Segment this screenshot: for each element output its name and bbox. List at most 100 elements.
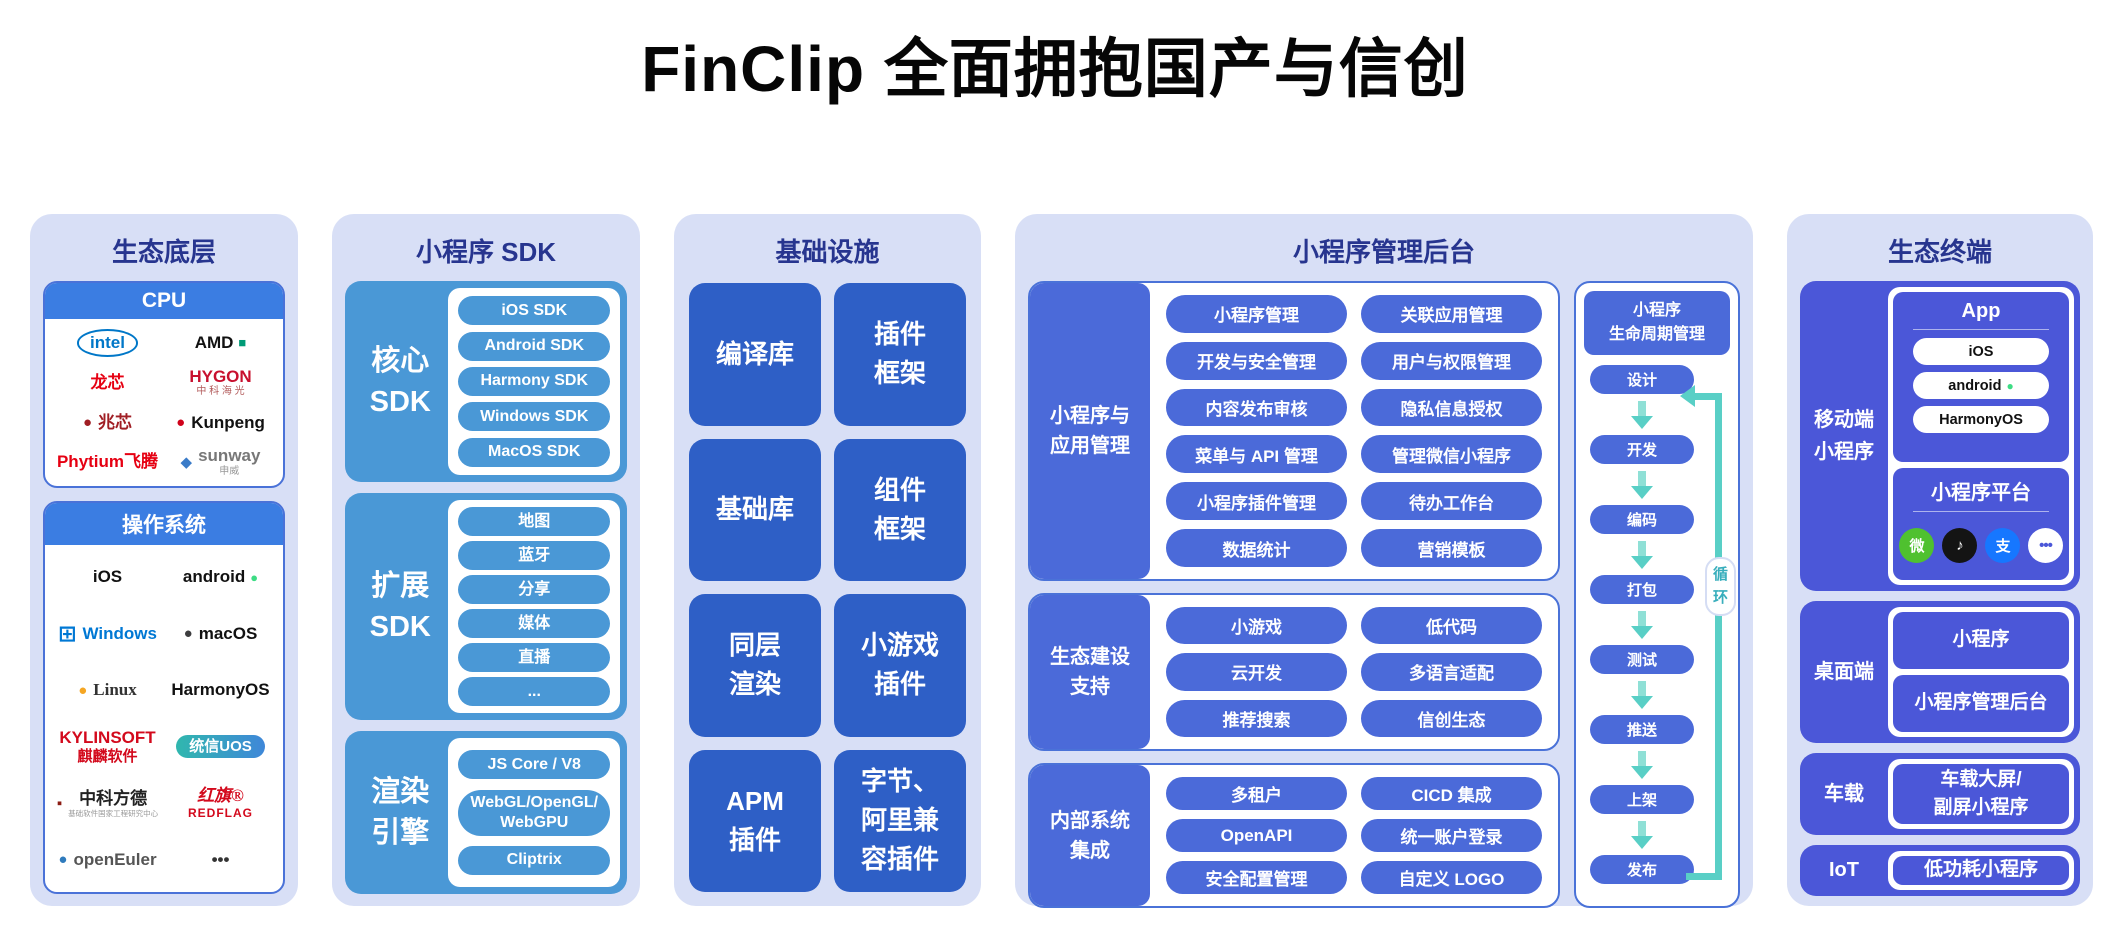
page-title: FinClip 全面拥抱国产与信创	[641, 33, 1469, 105]
ecosystem-sections: CPU intel	[43, 281, 285, 894]
brand-text-wrap: HarmonyOS	[171, 680, 269, 700]
admin-pill: 待办工作台	[1361, 482, 1542, 521]
brand-text: iOS	[92, 567, 123, 587]
brand-lead-icon: ●	[58, 851, 68, 869]
brand-logo: intel	[77, 329, 138, 357]
infra-tile: 插件 框架	[834, 283, 966, 426]
brand-text: Phytium飞腾	[56, 452, 159, 472]
panel-terminal-title: 生态终端	[1887, 237, 1992, 267]
sdk-pill: 媒体	[458, 609, 610, 638]
brand-text-wrap: HYGON 中 科 海 光	[189, 367, 251, 399]
brand-text-wrap: KYLINSOFT 麒麟软件	[59, 728, 155, 766]
admin-section-label: 内部系统 集成	[1030, 765, 1150, 906]
panel-sdk-title: 小程序 SDK	[415, 237, 557, 267]
terminal-body: 移动端 小程序 App iOS	[1800, 281, 2080, 896]
admin-pill-grid: 小程序管理关联应用管理开发与安全管理用户与权限管理内容发布审核隐私信息授权菜单与…	[1150, 283, 1558, 579]
logo-card: CPU intel	[43, 281, 285, 488]
lifecycle-step: 设计	[1590, 365, 1694, 394]
brand-trail-icon: ■	[238, 335, 247, 351]
admin-pill: 自定义 LOGO	[1361, 861, 1542, 894]
platform-icon: 微	[1899, 528, 1934, 563]
brand-text: HYGON	[189, 366, 252, 386]
platform-icon: •••	[2028, 528, 2063, 563]
brand-lead-icon: ▪	[56, 794, 63, 812]
brand-text-line: 龙芯	[91, 373, 125, 393]
lifecycle-panel: 小程序 生命周期管理 设计 开发 编码	[1574, 281, 1740, 908]
loop-arrowhead-icon	[1680, 385, 1695, 407]
admin-pill: 关联应用管理	[1361, 295, 1542, 333]
lifecycle-step: 测试	[1590, 645, 1694, 674]
sdk-pill: Windows SDK	[458, 402, 610, 432]
brand-text-wrap: sunway 申威	[198, 446, 260, 478]
brand-logo: ● 兆芯	[83, 413, 132, 433]
brand-text: sunway	[198, 446, 261, 466]
lifecycle-step: 推送	[1590, 715, 1694, 744]
brand-logo: 红旗® REDFLAG	[188, 786, 253, 820]
brand-text-wrap: AMD ■	[195, 333, 247, 353]
sdk-pill: 分享	[458, 575, 610, 604]
infra-tile: 同层 渲染	[689, 594, 821, 737]
sdk-pill: ...	[458, 677, 610, 706]
admin-body: 小程序与 应用管理 小程序管理关联应用管理开发与安全管理用户与权限管理内容发布审…	[1028, 281, 1740, 908]
sdk-section-label: 渲染 引擎	[371, 775, 430, 849]
loop-bottom-connector	[1686, 873, 1722, 880]
admin-pill: 菜单与 API 管理	[1166, 435, 1347, 474]
terminal-box: 低功耗小程序	[1893, 856, 2069, 885]
brand-text: Kunpeng	[191, 412, 265, 432]
brand-lead-icon: ●	[78, 681, 88, 699]
terminal-section-mobile: 移动端 小程序 App iOS	[1800, 281, 2080, 591]
lifecycle-step-wrap: 编码	[1590, 464, 1738, 534]
lifecycle-step-wrap: 测试	[1590, 604, 1738, 674]
admin-pill: 数据统计	[1166, 529, 1347, 567]
logo-card: 操作系统 iOS	[43, 501, 285, 894]
divider	[1913, 329, 2049, 330]
os-pill: android ●	[1913, 372, 2049, 399]
admin-pill: 推荐搜索	[1166, 699, 1347, 737]
brand-text-wrap: macOS	[199, 624, 258, 644]
platform-box: 小程序平台 微♪支•••	[1893, 468, 2069, 580]
brand-text-line: AMD ■	[195, 333, 247, 353]
admin-pill: 小程序管理	[1166, 295, 1347, 333]
flow-down-arrow-icon	[1590, 814, 1694, 855]
admin-pill: 云开发	[1166, 653, 1347, 691]
platform-icon: ♪	[1942, 528, 1977, 563]
os-pill-label: HarmonyOS	[1939, 411, 2023, 428]
terminal-section-iot: IoT 低功耗小程序	[1800, 845, 2080, 896]
panel-infrastructure-title: 基础设施	[775, 237, 880, 267]
brand-text-line: •••	[212, 850, 230, 870]
terminal-box: 小程序	[1893, 612, 2069, 669]
terminal-label-iot: IoT	[1829, 859, 1859, 882]
os-pill-list: iOS android ● HarmonyOS	[1899, 336, 2063, 435]
terminal-desktop-boxes: 小程序小程序管理后台	[1888, 607, 2074, 737]
brand-text-wrap: iOS	[93, 567, 122, 587]
lifecycle-step-wrap: 设计	[1590, 365, 1738, 394]
brand-text-line: Kunpeng	[191, 413, 265, 433]
terminal-box: 车载大屏/ 副屏小程序	[1893, 764, 2069, 824]
brand-logo: Phytium飞腾	[57, 452, 158, 472]
brand-text-wrap: 统信UOS	[176, 735, 265, 759]
terminal-section-vehicle: 车载 车载大屏/ 副屏小程序	[1800, 753, 2080, 835]
brand-subtext: REDFLAG	[188, 805, 253, 820]
admin-section: 小程序与 应用管理 小程序管理关联应用管理开发与安全管理用户与权限管理内容发布审…	[1028, 281, 1560, 581]
brand-logo: •••	[212, 850, 230, 870]
brand-text: 兆芯	[98, 412, 133, 432]
brand-text: android	[182, 567, 246, 587]
brand-text: Linux	[93, 680, 137, 700]
platform-box-title: 小程序平台	[1931, 482, 2031, 504]
flow-down-arrow-icon	[1590, 674, 1694, 715]
sdk-pill: Cliptrix	[458, 845, 610, 875]
admin-section-label: 生态建设 支持	[1030, 595, 1150, 749]
flow-down-arrow-icon	[1590, 604, 1694, 645]
brand-text-line: HYGON	[189, 367, 251, 387]
brand-logo: 统信UOS	[176, 735, 265, 759]
divider	[1913, 511, 2049, 512]
logo-grid: iOS android ●	[45, 545, 283, 892]
lifecycle-step-wrap: 开发	[1590, 394, 1738, 464]
brand-text: 龙芯	[90, 372, 125, 392]
platform-icon-row: 微♪支•••	[1899, 518, 2063, 575]
brand-text-line: KYLINSOFT	[59, 728, 155, 748]
